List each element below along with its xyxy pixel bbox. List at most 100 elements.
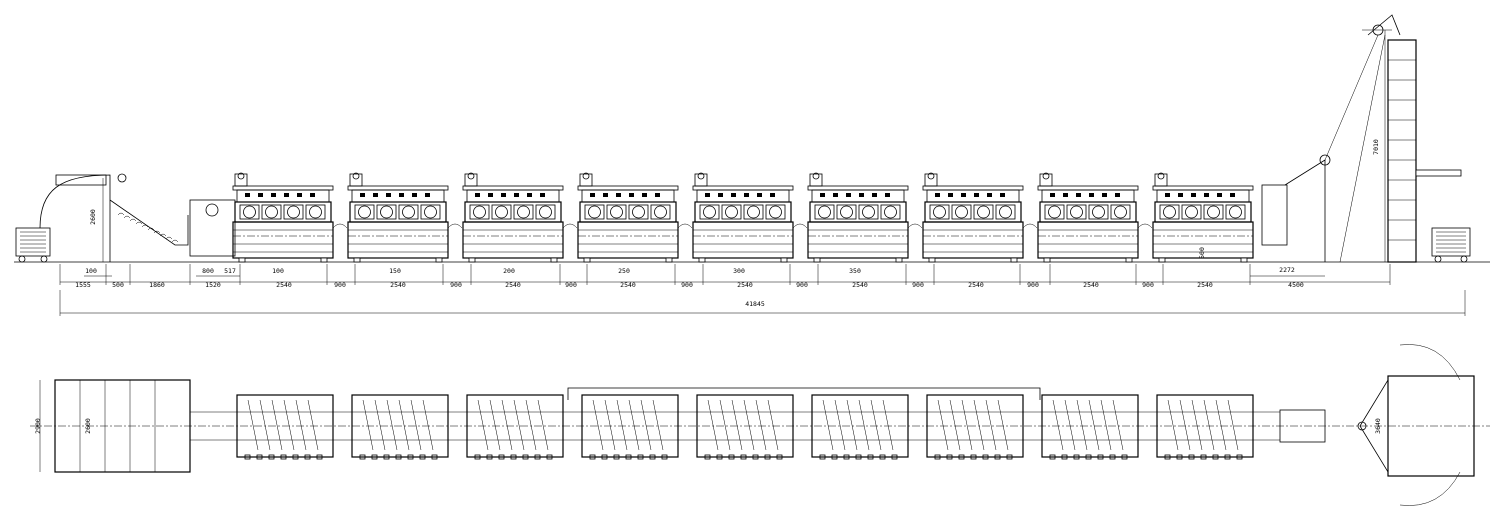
plan-bearing [982, 454, 989, 460]
cart-wheel [1434, 255, 1442, 263]
dim-seg-6: 2540 [390, 281, 406, 289]
plan-bearing [819, 454, 826, 460]
dim-feed-height: 2600 [89, 209, 97, 225]
unit-top-rail [807, 185, 909, 191]
roller-window [283, 204, 304, 220]
roller-drum [424, 205, 437, 219]
unit-motor [464, 173, 478, 187]
roller-drum [402, 205, 415, 219]
plan-view [30, 344, 1490, 506]
panel-indicator [1191, 193, 1196, 197]
scray-fold [147, 227, 155, 231]
plan-roller-diagonal [858, 399, 870, 451]
roller-drum [1048, 205, 1061, 219]
plan-roller-diagonal [822, 399, 834, 451]
fabric-stack-left [15, 227, 51, 257]
elevation-takeup-tower [1261, 14, 1471, 263]
panel-indicator [833, 193, 838, 197]
plan-roller-diagonal [537, 399, 549, 451]
plan-roller-diagonal [374, 399, 386, 451]
plan-roller-diagonal [283, 399, 295, 451]
panel-indicator [718, 193, 723, 197]
plan-bearing [1236, 454, 1243, 460]
dim-right-offset: 2272 [1279, 266, 1295, 274]
plan-unit-2 [351, 394, 449, 460]
plan-bearing [1097, 454, 1104, 460]
unit-control-panel [1041, 189, 1135, 203]
unit-tank-body [692, 221, 794, 259]
plan-roller-diagonal [489, 399, 501, 451]
dim-seg-20: 2540 [1197, 281, 1213, 289]
unit-foot [583, 257, 591, 263]
plan-roller-diagonal [386, 399, 398, 451]
panel-indicator [642, 193, 647, 197]
panel-indicator [245, 193, 250, 197]
roller-window [628, 204, 649, 220]
roller-drum [1092, 205, 1105, 219]
panel-indicator [1089, 193, 1094, 197]
dim-seg-10: 2540 [620, 281, 636, 289]
panel-indicator [820, 193, 825, 197]
plan-roller-diagonal [271, 399, 283, 451]
roller-window [305, 204, 326, 220]
plan-roller-diagonal [1215, 399, 1227, 451]
tank-label-350: 350 [849, 267, 861, 275]
roller-drum [884, 205, 897, 219]
roller-window [836, 204, 857, 220]
panel-indicator [488, 193, 493, 197]
panel-indicator [1000, 193, 1005, 197]
unit-top-rail [232, 185, 334, 191]
roller-window [584, 204, 605, 220]
panel-indicator [961, 193, 966, 197]
unit-top-rail [922, 185, 1024, 191]
plan-bearing [280, 454, 287, 460]
motor-cap [1157, 172, 1165, 180]
plan-bearing [1073, 454, 1080, 460]
dim-tower-height: 7010 [1372, 139, 1380, 155]
roller-window [995, 204, 1016, 220]
tower-column [1387, 39, 1417, 263]
roller-window [398, 204, 419, 220]
plan-bearing [407, 454, 414, 460]
plan-bearing [855, 454, 862, 460]
plan-roller-diagonal [1191, 399, 1203, 451]
plan-bearing [1049, 454, 1056, 460]
roller-drum [747, 205, 760, 219]
process-unit-2 [347, 172, 463, 263]
plan-roller-diagonal [604, 399, 616, 451]
plan-roller-diagonal [362, 399, 374, 451]
plan-unit-body [811, 394, 909, 458]
unit-control-panel [696, 189, 790, 203]
unit-foot [320, 257, 328, 263]
plan-roller-diagonal [616, 399, 628, 451]
plan-bearing [704, 454, 711, 460]
plan-inner-width: 2600 [84, 418, 92, 434]
panel-indicator [872, 193, 877, 197]
plan-swing-arc [1399, 344, 1461, 381]
panel-indicator [987, 193, 992, 197]
elevation-units [232, 172, 1254, 263]
plan-bearing [486, 454, 493, 460]
dim-overall-length: 41845 [745, 300, 765, 308]
dim-seg-1: 500 [112, 281, 124, 289]
plan-roller-diagonal [652, 399, 664, 451]
tank-label-100: 100 [272, 267, 284, 275]
panel-indicator [974, 193, 979, 197]
plan-bearing [359, 454, 366, 460]
process-unit-3 [462, 172, 578, 263]
fabric-path [792, 223, 808, 229]
roller-drum [840, 205, 853, 219]
plan-roller-diagonal [731, 399, 743, 451]
roller-drum [517, 205, 530, 219]
motor-cap [1042, 172, 1050, 180]
guide-roller [117, 173, 127, 183]
roller-window [699, 204, 720, 220]
unit-foot [468, 257, 476, 263]
plan-roller-diagonal [501, 399, 513, 451]
plan-roller-diagonal [628, 399, 640, 451]
roller-drum [862, 205, 875, 219]
dim-seg-19: 900 [1142, 281, 1154, 289]
roller-drum [380, 205, 393, 219]
plan-bearing [395, 454, 402, 460]
roller-window [858, 204, 879, 220]
